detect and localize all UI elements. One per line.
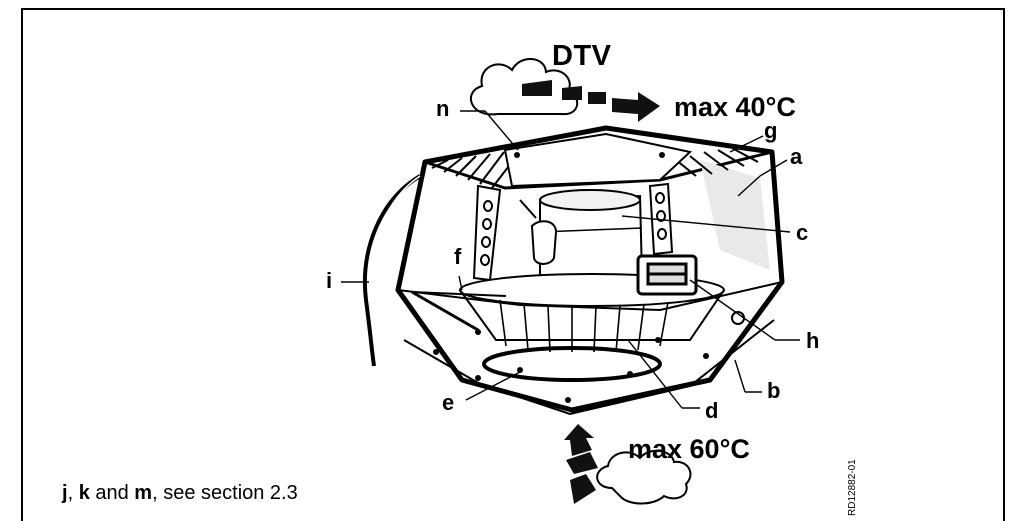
label-n: n xyxy=(436,96,450,121)
label-g: g xyxy=(764,118,778,143)
hood-front-shading xyxy=(700,160,770,270)
label-h: h xyxy=(806,328,820,353)
drawing-code: RD12882-01 xyxy=(847,459,858,516)
inlet-cloud xyxy=(596,449,692,505)
footnote-rest: , see section 2.3 xyxy=(152,482,298,504)
label-i: i xyxy=(326,268,333,293)
footnote-sep1: , xyxy=(67,482,79,504)
model-title: DTV xyxy=(552,40,612,72)
inlet-temperature: max 60°C xyxy=(628,434,750,464)
label-c: c xyxy=(796,220,809,245)
hinge-rod xyxy=(411,290,479,332)
footnote-j: j xyxy=(62,482,68,504)
leader-lines xyxy=(341,110,800,409)
label-b: b xyxy=(767,378,781,403)
outlet-flow-arrow xyxy=(522,80,660,122)
outlet-temperature: max 40°C xyxy=(674,92,796,122)
label-e: e xyxy=(442,390,455,415)
label-f: f xyxy=(454,244,462,269)
label-a: a xyxy=(790,144,803,169)
label-d: d xyxy=(705,398,719,423)
bracket-holes xyxy=(480,192,667,266)
inlet-ring xyxy=(482,346,662,382)
figure-frame xyxy=(21,8,1005,521)
impeller-blades xyxy=(499,299,669,353)
footnote: j, k and m, see section 2.3 xyxy=(62,483,298,503)
footnote-k: k xyxy=(78,482,90,504)
capacitor xyxy=(519,199,558,265)
base-plate xyxy=(403,319,775,416)
inlet-flow-arrow xyxy=(564,424,598,504)
cable xyxy=(363,174,422,367)
impeller-body xyxy=(459,289,725,341)
footnote-m: m xyxy=(134,482,153,504)
footnote-sep2: and xyxy=(89,482,135,504)
junction-box xyxy=(636,254,698,296)
top-plate xyxy=(503,132,693,188)
